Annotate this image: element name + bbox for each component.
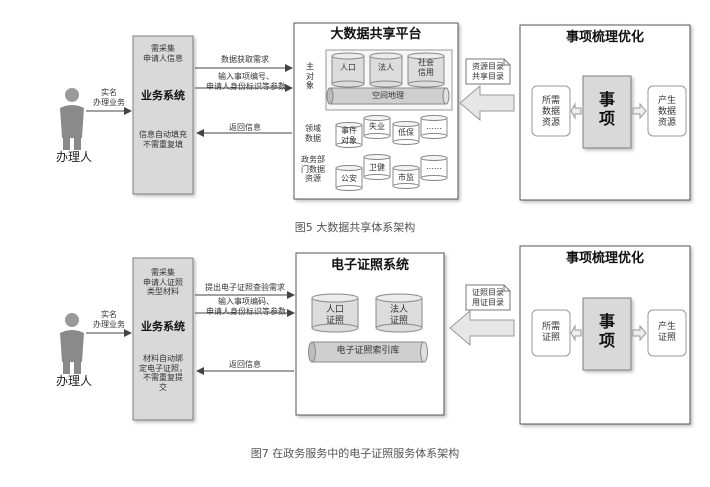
domain-lowincome: 低保 xyxy=(398,128,414,137)
person-icon xyxy=(60,88,84,150)
cylinder-police xyxy=(335,165,363,191)
system-bottom-text: 材料自动绑 定电子证照， 不需重复提 交 xyxy=(139,354,187,392)
cylinder-lowincome xyxy=(392,121,420,145)
small-arrow-right xyxy=(632,102,647,120)
cylinder-population xyxy=(331,52,365,88)
catalog-note xyxy=(465,58,511,85)
dept-label: 政务部 门数据 资源 xyxy=(301,155,325,184)
arrow-request-label: 提出电子证照查验需求 xyxy=(205,283,285,292)
opt-right-text: 产生 数据 资源 xyxy=(657,96,676,128)
person-label: 办理人 xyxy=(55,150,92,164)
domain-more: …… xyxy=(426,122,442,131)
opt-left-text: 所需 证照 xyxy=(541,322,560,343)
small-arrow-right xyxy=(632,324,647,342)
system-bottom-text: 信息自动填充 不需重复填 xyxy=(139,130,187,149)
small-arrow-left xyxy=(570,324,582,342)
cylinder-legal xyxy=(369,52,403,88)
dept-market: 市监 xyxy=(398,173,414,182)
index-label: 电子证照索引库 xyxy=(336,346,400,356)
small-arrow-left xyxy=(570,102,582,120)
opt-right-text: 产生 证照 xyxy=(657,322,676,343)
arrow-request-label: 数据获取需求 xyxy=(221,55,269,64)
cylinder-unemploy xyxy=(363,115,391,139)
person-icon xyxy=(60,313,84,374)
dept-more: …… xyxy=(426,162,442,171)
subject-population: 人口 xyxy=(340,63,356,72)
person-action: 实名 办理业务 xyxy=(93,88,125,107)
system-top-text: 需采集 申请人证照 类型材料 xyxy=(143,268,183,297)
opt-center-text: 事 项 xyxy=(598,312,615,351)
cert-system-frame xyxy=(295,252,445,416)
system-title: 业务系统 xyxy=(141,89,185,102)
business-system-box xyxy=(132,257,194,421)
opt-left-text: 所需 数据 资源 xyxy=(541,96,560,128)
arrow-return-label: 返回信息 xyxy=(229,123,261,132)
subject-credit: 社会 信用 xyxy=(418,58,434,77)
legal-cert-label: 法人 证照 xyxy=(389,305,408,326)
spatial-cylinder xyxy=(326,87,450,105)
opt-center-box xyxy=(582,297,632,371)
platform-title: 大数据共享平台 xyxy=(330,27,422,42)
dept-police: 公安 xyxy=(341,174,357,183)
system-title: 业务系统 xyxy=(141,320,185,333)
opt-right-box xyxy=(647,85,687,137)
figure-caption: 图7 在政务服务中的电子证照服务体系架构 xyxy=(250,447,460,460)
business-system-box xyxy=(132,35,194,195)
arrow-return-label: 返回信息 xyxy=(229,360,261,369)
person-action: 实名 办理业务 xyxy=(93,310,125,329)
catalog-note-text: 证照目录 用证目录 xyxy=(472,288,504,307)
catalog-note-text: 资源目录 共享目录 xyxy=(472,62,504,81)
dept-health: 卫健 xyxy=(369,163,385,172)
opt-center-text: 事 项 xyxy=(598,90,615,129)
cylinder-dept-more xyxy=(420,155,448,181)
figure-caption: 图5 大数据共享体系架构 xyxy=(294,221,416,234)
opt-title: 事项梳理优化 xyxy=(565,30,644,45)
catalog-note xyxy=(465,284,511,311)
cylinder-market xyxy=(392,165,420,189)
cylinder-health xyxy=(363,154,391,180)
spatial-label: 空间地理 xyxy=(372,91,404,100)
opt-left-box xyxy=(531,85,571,137)
person-label: 办理人 xyxy=(55,374,92,388)
hollow-arrow-left xyxy=(449,309,515,347)
cylinder-event xyxy=(335,122,363,148)
cert-system-title: 电子证照系统 xyxy=(330,258,409,273)
domain-label: 领域 数据 xyxy=(305,124,321,143)
cylinder-legal-cert xyxy=(375,293,423,333)
opt-title: 事项梳理优化 xyxy=(565,251,644,266)
opt-left-box xyxy=(531,309,571,357)
opt-center-box xyxy=(582,75,632,149)
index-cylinder xyxy=(308,341,428,363)
hollow-arrow-left xyxy=(459,84,515,122)
opt-right-box xyxy=(647,309,687,357)
arrow-input-label: 输入事项编码、 申请人身份标识等参数 xyxy=(206,297,286,316)
system-top-text: 需采集 申请人信息 xyxy=(143,44,183,63)
domain-event: 事件 对象 xyxy=(341,126,357,145)
cylinder-pop-cert xyxy=(311,293,359,333)
cylinder-credit xyxy=(407,52,445,88)
arrow-input-label: 输入事项编号、 申请人身份标识等参数 xyxy=(206,72,286,91)
domain-unemploy: 失业 xyxy=(369,122,385,131)
pop-cert-label: 人口 证照 xyxy=(325,305,344,326)
cylinder-domain-more xyxy=(420,115,448,139)
subject-label: 主 对 象 xyxy=(306,62,314,91)
subject-legal: 法人 xyxy=(378,63,394,72)
